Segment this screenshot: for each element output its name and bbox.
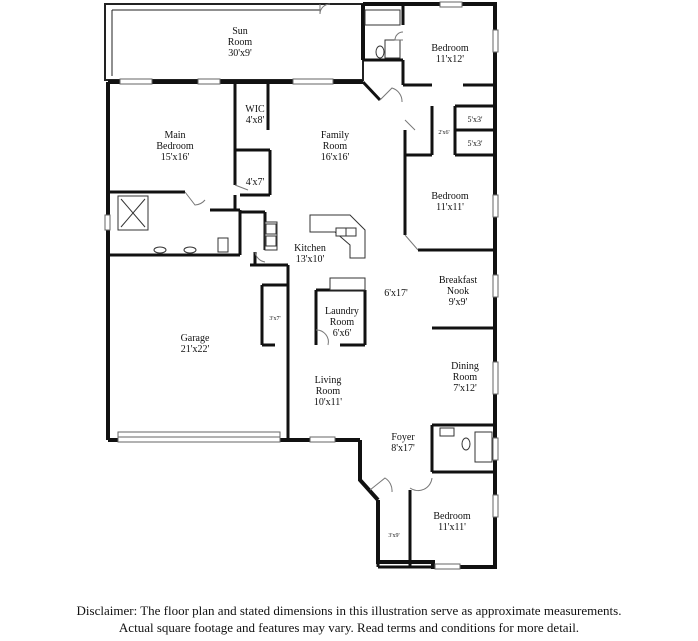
laundry-dimensions: 6'x6' xyxy=(333,328,352,339)
bedroom-se-name: Bedroom xyxy=(433,511,470,522)
living-dimensions: 10'x11' xyxy=(314,397,342,408)
room-labels: Sun Room 30'x9' Bedroom 11'x12' 5'x3' 5'… xyxy=(156,26,483,539)
closet-2x6-dimensions: 2'x6' xyxy=(438,130,449,136)
disclaimer-line-1: Disclaimer: The floor plan and stated di… xyxy=(76,603,622,618)
laundry-name: Laundry xyxy=(325,306,359,317)
disclaimer: Disclaimer: The floor plan and stated di… xyxy=(0,602,698,636)
kitchen-dimensions: 13'x10' xyxy=(296,254,325,265)
breakfast-nook-dimensions: 9'x9' xyxy=(449,297,468,308)
main-bedroom-name-line2: Bedroom xyxy=(156,141,193,152)
family-room-name: Family xyxy=(321,130,349,141)
laundry-name-line2: Room xyxy=(330,317,355,328)
bedroom-ne-name: Bedroom xyxy=(431,43,468,54)
foyer-name: Foyer xyxy=(391,432,415,443)
main-bedroom-dimensions: 15'x16' xyxy=(161,152,190,163)
bedroom-se-dimensions: 11'x11' xyxy=(438,522,466,533)
closet-3x9-dimensions: 3'x9' xyxy=(388,533,399,539)
kitchen-name: Kitchen xyxy=(294,243,326,254)
sun-room-name-line2: Room xyxy=(228,37,253,48)
hall-6x17-dimensions: 6'x17' xyxy=(384,288,408,299)
living-name-line2: Room xyxy=(316,386,341,397)
family-room-name-line2: Room xyxy=(323,141,348,152)
sun-room-name: Sun xyxy=(232,26,248,37)
living-name: Living xyxy=(315,375,342,386)
garage-name: Garage xyxy=(181,333,210,344)
main-bedroom-name: Main xyxy=(164,130,185,141)
breakfast-nook-name: Breakfast xyxy=(439,275,478,286)
dining-name: Dining xyxy=(451,361,479,372)
exterior-walls xyxy=(106,2,497,569)
bedroom-e-dimensions: 11'x11' xyxy=(436,202,464,213)
sun-room-dimensions: 30'x9' xyxy=(228,48,252,59)
closet-5x3-b-dimensions: 5'x3' xyxy=(468,139,483,148)
interior-walls xyxy=(108,4,495,569)
wic-name: WIC xyxy=(245,104,265,115)
closet-5x3-a-dimensions: 5'x3' xyxy=(468,115,483,124)
garage-dimensions: 21'x22' xyxy=(181,344,210,355)
dining-name-line2: Room xyxy=(453,372,478,383)
hall-4x7-dimensions: 4'x7' xyxy=(246,177,265,188)
kitchen-fixtures xyxy=(264,214,366,291)
bedroom-e-name: Bedroom xyxy=(431,191,468,202)
foyer-dimensions: 8'x17' xyxy=(391,443,415,454)
dining-dimensions: 7'x12' xyxy=(453,383,477,394)
floor-plan: Sun Room 30'x9' Bedroom 11'x12' 5'x3' 5'… xyxy=(104,1,499,570)
disclaimer-line-2: Actual square footage and features may v… xyxy=(118,620,580,635)
door-swings xyxy=(184,3,433,493)
family-room-dimensions: 16'x16' xyxy=(321,152,350,163)
windows xyxy=(104,1,499,570)
bedroom-ne-dimensions: 11'x12' xyxy=(436,54,464,65)
wic-dimensions: 4'x8' xyxy=(246,115,265,126)
breakfast-nook-name-line2: Nook xyxy=(447,286,469,297)
closet-3x7-dimensions: 3'x7' xyxy=(269,316,280,322)
bath-fixtures xyxy=(117,9,493,463)
